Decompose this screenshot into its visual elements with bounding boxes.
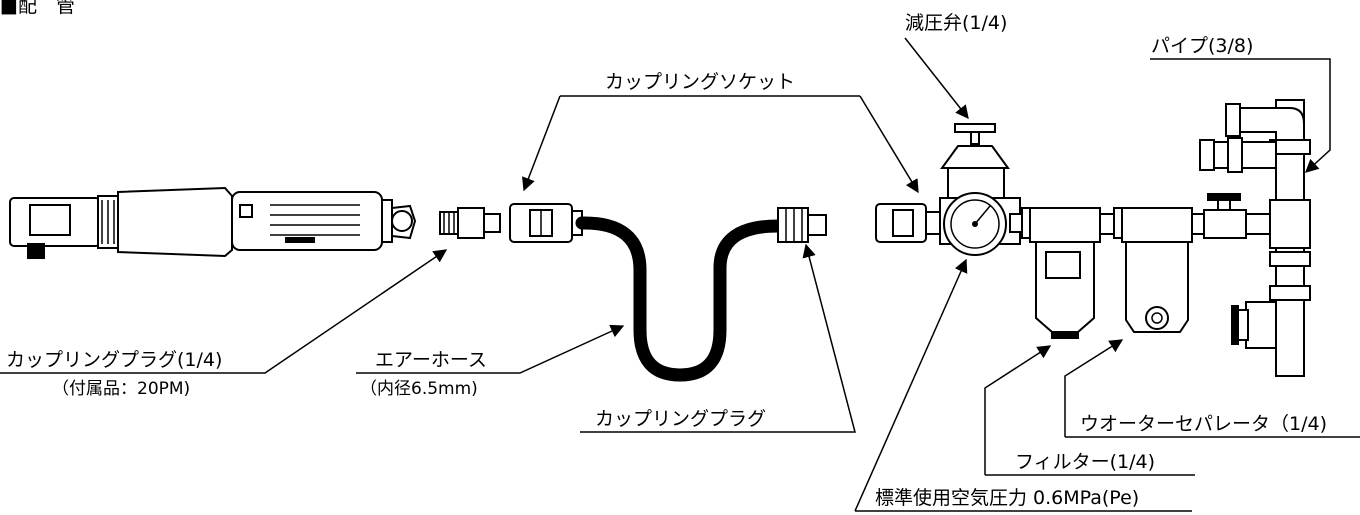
label-air-hose-note: （内径6.5mm) <box>360 379 478 399</box>
label-coupling-plug-tool-note: （付属品：20PM) <box>52 379 190 399</box>
filter <box>1021 207 1115 339</box>
coupling-plug-hose <box>777 207 827 243</box>
label-air-hose: エアーホース <box>375 349 487 371</box>
coupling-plug-tool <box>439 207 501 239</box>
label-water-separator: ウオーターセパレータ（1/4) <box>1080 413 1327 435</box>
label-coupling-socket: カップリングソケット <box>605 71 795 93</box>
ratchet-wrench <box>9 186 417 259</box>
air-hose <box>575 216 785 382</box>
coupling-socket-regulator <box>875 203 941 243</box>
label-standard-pressure: 標準使用空気圧力 0.6MPa(Pe) <box>875 487 1139 509</box>
water-separator <box>1113 207 1205 333</box>
label-filter: フィルター(1/4) <box>1015 451 1155 473</box>
section-header: ■配 管 <box>0 0 75 17</box>
leaders <box>0 37 1360 512</box>
label-regulator: 減圧弁(1/4) <box>905 12 1007 34</box>
pressure-regulator <box>939 123 1023 256</box>
label-coupling-plug-tool: カップリングプラグ(1/4) <box>6 349 222 371</box>
label-coupling-plug: カップリングプラグ <box>595 408 766 430</box>
pipe-assembly <box>1199 99 1311 377</box>
coupling-socket-hose <box>509 203 583 243</box>
label-pipe: パイプ(3/8) <box>1151 35 1253 57</box>
